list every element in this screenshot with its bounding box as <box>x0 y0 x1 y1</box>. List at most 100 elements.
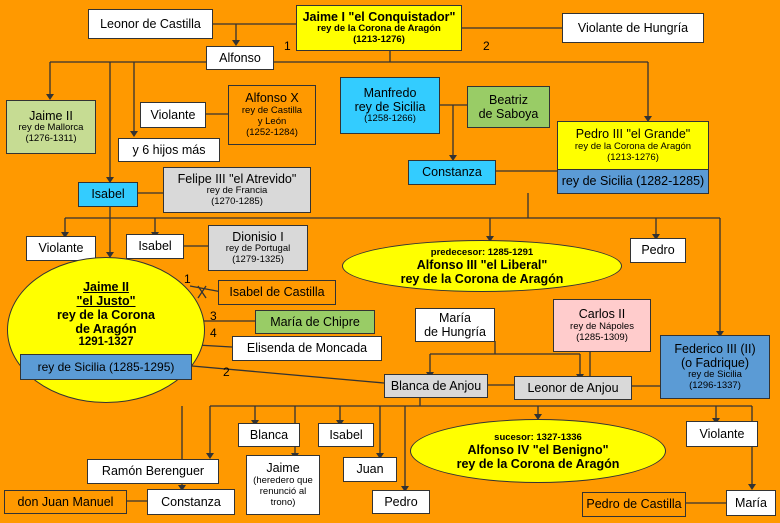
maria-de-chipre-name: María de Chipre <box>270 314 360 329</box>
jaime-ii-title2: de Aragón <box>75 322 137 336</box>
leonor-de-castilla-box: Leonor de Castilla <box>88 9 213 39</box>
dionisio-title: rey de Portugal <box>225 243 291 255</box>
manfredo-years: (1258-1266) <box>364 113 416 125</box>
jaime-ii-mallorca-years: (1276-1311) <box>25 133 77 145</box>
wife-number-1: 1 <box>184 272 191 286</box>
pedro-2-name: Pedro <box>384 494 418 509</box>
isabel-3-name: Isabel <box>329 427 363 442</box>
jaime-i-title: rey de la Corona de Aragón <box>317 23 441 35</box>
jaime-ii-name2: "el Justo" <box>76 294 136 308</box>
blanca-de-anjou-name: Blanca de Anjou <box>390 378 482 393</box>
violante-2-box: Violante <box>26 236 96 261</box>
jaime-i-box: Jaime I "el Conquistador" rey de la Coro… <box>296 5 462 51</box>
violante-box: Violante <box>140 102 206 128</box>
maria-de-chipre-box: María de Chipre <box>255 310 375 334</box>
alfonso-iii-ellipse: predecesor: 1285-1291 Alfonso III "el Li… <box>342 240 622 292</box>
alfonso-iii-title: rey de la Corona de Aragón <box>400 271 564 286</box>
jaime-heir-line3: trono) <box>270 496 296 508</box>
isabel-de-castilla-box: Isabel de Castilla <box>218 280 336 305</box>
constanza-name: Constanza <box>422 165 482 180</box>
alfonso-iv-ellipse: sucesor: 1327-1336 Alfonso IV "el Benign… <box>410 419 666 483</box>
blanca-name: Blanca <box>249 427 289 442</box>
felipe-iii-title: rey de Francia <box>206 185 268 197</box>
felipe-iii-years: (1270-1285) <box>211 196 263 208</box>
elisenda-box: Elisenda de Moncada <box>232 336 382 361</box>
isabel-3-box: Isabel <box>318 423 374 447</box>
pedro-iii-years: (1213-1276) <box>607 151 659 163</box>
pedro-de-castilla-name: Pedro de Castilla <box>586 497 682 512</box>
maria-de-hungria-box: María de Hungría <box>415 308 495 342</box>
alfonso-x-title2: y León <box>257 115 287 127</box>
pedro-2-box: Pedro <box>372 490 430 514</box>
blanca-de-anjou-box: Blanca de Anjou <box>384 374 488 398</box>
isabel-de-castilla-name: Isabel de Castilla <box>229 285 325 300</box>
alfonso-box: Alfonso <box>206 46 274 70</box>
violante-name: Violante <box>150 107 196 122</box>
federico-iii-title: rey de Sicilia <box>688 369 742 381</box>
constanza-2-name: Constanza <box>161 494 221 509</box>
manfredo-name1: Manfredo <box>363 85 417 100</box>
marriage-number-2: 2 <box>483 39 490 53</box>
wife-number-2: 2 <box>223 365 230 379</box>
federico-iii-box: Federico III (II) (o Fadrique) rey de Si… <box>660 335 770 399</box>
alfonso-iv-name: Alfonso IV "el Benigno" <box>467 442 609 457</box>
constanza-box: Constanza <box>408 160 496 185</box>
carlos-ii-years: (1285-1309) <box>576 331 628 343</box>
violante-de-hungria-box: Violante de Hungría <box>562 13 704 43</box>
alfonso-x-title1: rey de Castilla <box>241 104 303 116</box>
isabel-name: Isabel <box>91 187 125 202</box>
dionisio-name: Dionisio I <box>232 229 284 244</box>
wife-number-4: 4 <box>210 326 217 340</box>
maria-name: María <box>735 495 767 510</box>
violante-3-box: Violante <box>686 421 758 447</box>
jaime-ii-circle: Jaime II "el Justo" rey de la Corona de … <box>7 257 205 403</box>
pedro-name: Pedro <box>641 243 675 258</box>
juan-box: Juan <box>343 457 397 482</box>
pedro-iii-name: Pedro III "el Grande" <box>575 127 691 142</box>
constanza-2-box: Constanza <box>147 489 235 515</box>
jaime-ii-years: 1291-1327 <box>78 336 134 348</box>
pedro-iii-title: rey de la Corona de Aragón <box>574 140 692 152</box>
blanca-box: Blanca <box>238 423 300 447</box>
isabel-2-box: Isabel <box>126 234 184 259</box>
federico-iii-years: (1296-1337) <box>689 380 741 392</box>
isabel-box: Isabel <box>78 182 138 207</box>
jaime-ii-mallorca-name: Jaime II <box>29 108 73 123</box>
juan-name: Juan <box>356 462 384 477</box>
alfonso-iv-title: rey de la Corona de Aragón <box>456 456 620 471</box>
jaime-heir-box: Jaime (heredero que renunció al trono) <box>246 455 320 515</box>
jaime-ii-sicilia: rey de Sicilia (1285-1295) <box>20 354 192 380</box>
hijos-text: y 6 hijos más <box>132 142 206 157</box>
maria-box: María <box>726 490 776 516</box>
pedro-box: Pedro <box>630 238 686 263</box>
don-juan-manuel-box: don Juan Manuel <box>4 490 127 514</box>
jaime-heir-line2: renunció al <box>259 485 307 497</box>
violante-3-name: Violante <box>699 426 745 441</box>
pedro-iii-sicilia: rey de Sicilia (1282-1285) <box>558 168 708 193</box>
manfredo-box: Manfredo rey de Sicilia (1258-1266) <box>340 77 440 134</box>
alfonso-iv-successor: sucesor: 1327-1336 <box>494 431 582 443</box>
felipe-iii-box: Felipe III "el Atrevido" rey de Francia … <box>163 167 311 213</box>
beatriz-line2: de Saboya <box>478 107 539 121</box>
maria-de-hungria-line2: de Hungría <box>424 325 486 339</box>
ramon-berenguer-name: Ramón Berenguer <box>101 464 205 479</box>
marriage-number-1: 1 <box>284 39 291 53</box>
alfonso-x-years: (1252-1284) <box>246 126 298 138</box>
jaime-i-name: Jaime I "el Conquistador" <box>302 9 456 24</box>
violante-2-name: Violante <box>38 241 84 256</box>
dionisio-box: Dionisio I rey de Portugal (1279-1325) <box>208 225 308 271</box>
pedro-iii-box: Pedro III "el Grande" rey de la Corona d… <box>557 121 709 194</box>
maria-de-hungria-line1: María <box>439 310 471 325</box>
ramon-berenguer-box: Ramón Berenguer <box>87 459 219 484</box>
pedro-de-castilla-box: Pedro de Castilla <box>582 492 686 517</box>
don-juan-manuel-name: don Juan Manuel <box>17 494 114 509</box>
beatriz-box: Beatriz de Saboya <box>467 86 550 128</box>
federico-iii-name2: (o Fadrique) <box>680 356 750 371</box>
jaime-ii-title1: rey de la Corona <box>57 308 155 322</box>
jaime-ii-mallorca-title: rey de Mallorca <box>18 122 84 134</box>
alfonso-x-box: Alfonso X rey de Castilla y León (1252-1… <box>228 85 316 145</box>
manfredo-name2: rey de Sicilia <box>354 100 426 115</box>
beatriz-line1: Beatriz <box>489 92 528 107</box>
violante-de-hungria-name: Violante de Hungría <box>577 20 689 35</box>
